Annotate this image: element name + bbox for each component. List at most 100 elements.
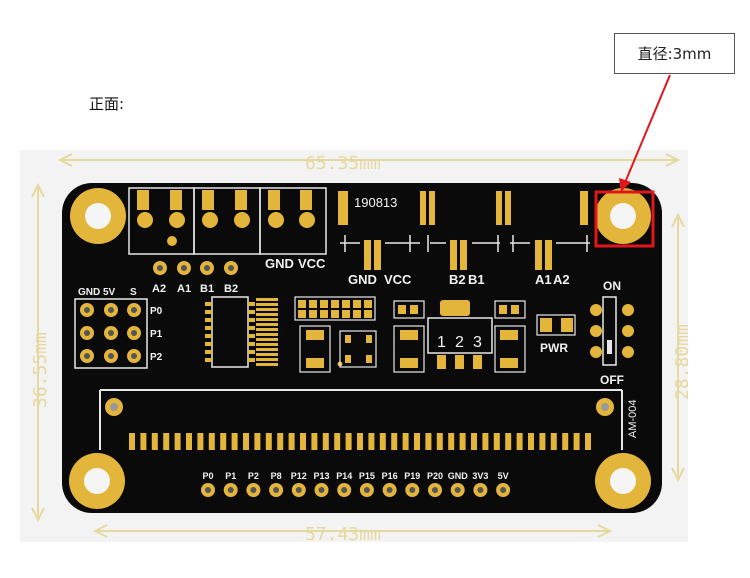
smd-outlines [299,300,526,373]
dip-pin [205,310,212,314]
resistor-pad [331,300,339,308]
label-cap-gnd: GND [348,272,377,287]
edge-finger [459,433,466,450]
bottom-pin-label: 5V [498,471,509,481]
sop-pad [256,348,278,351]
edge-finger [231,433,238,450]
edge-finger [562,433,569,450]
callout-arrowhead [619,178,631,192]
bottom-pin-label: P8 [271,471,282,481]
dip-pin [248,358,255,362]
bottom-pin-hole [318,487,325,493]
bottom-pin-label: P15 [359,471,375,481]
header-row-p0: P0 [150,306,163,317]
dimension-width-top: 65.35mm [305,153,381,174]
bottom-pin-hole [363,487,370,493]
bottom-pin-label: P14 [336,471,352,481]
edge-finger [334,433,341,450]
edge-finger [357,433,363,450]
label-vcc-top: VCC [298,256,326,271]
bottom-pin-label: P12 [291,471,307,481]
edge-finger [539,433,546,450]
edge-connector [99,389,623,450]
dimension-height-right: 28.80mm [672,324,693,400]
model-label: AM-004 [627,399,639,438]
bottom-pin-label: 3V3 [472,471,488,481]
date-code: 190813 [354,195,397,210]
bottom-pin-label: P20 [427,471,443,481]
bottom-pin-hole [500,487,507,493]
diameter-callout: 直径:3mm [614,33,735,74]
edge-finger [220,433,227,450]
mounting-holes [69,188,651,509]
dip-pin [205,302,212,306]
edge-finger [516,433,523,450]
dip-pin [248,318,255,322]
sop-pad [256,363,278,366]
bottom-pin-hole [386,487,393,493]
sop-pad [256,343,278,346]
bottom-pin-hole [454,487,461,493]
dip-pin [248,326,255,330]
sop-pad [256,358,278,361]
header-row-p1: P1 [150,329,163,340]
label-b2: B2 [224,283,238,295]
resistor-pad [320,310,328,318]
resistor-pad [364,310,372,318]
edge-finger [300,433,306,450]
resistor-pad [353,300,361,308]
edge-finger [379,433,386,450]
edge-finger [197,433,204,450]
header-col-5v: 5V [103,287,116,298]
edge-finger [208,433,215,450]
bottom-pin-label: GND [448,471,469,481]
header-row-p2: P2 [150,352,163,363]
pwr-label: PWR [540,341,568,355]
edge-finger [448,433,455,450]
resistor-pad [309,310,317,318]
dimension-lines [31,153,685,538]
switch-pins [590,304,634,358]
edge-finger [174,433,181,450]
sop-pad [256,333,278,336]
resistor-pad [320,300,328,308]
resistor-pad [364,300,372,308]
bottom-pin-hole [409,487,416,493]
pcb-board [62,183,662,513]
bottom-pin-hole [205,487,211,493]
label-cap-b1: B1 [468,272,485,287]
edge-finger [471,433,477,450]
edge-finger [573,433,580,450]
edge-finger [140,433,147,450]
label-gnd-top: GND [265,256,294,271]
bottom-pin-hole [341,487,348,493]
label-a1: A1 [177,283,191,295]
bottom-pin-label: P16 [382,471,398,481]
dip-pin [205,318,212,322]
header-3x3-pins [80,303,141,363]
edge-finger [186,433,192,450]
terminal-blocks [128,187,327,255]
dip-pin [205,326,212,330]
header-col-s: S [130,287,137,298]
edge-finger [322,433,329,450]
sop-pad [256,328,278,331]
voltage-regulator [427,300,493,369]
edge-finger [493,433,500,450]
callout-arrow [623,74,671,186]
edge-finger [482,433,489,450]
edge-finger [368,433,375,450]
edge-finger [414,433,420,450]
sop-pad [256,323,278,326]
edge-finger [129,433,135,450]
capacitor-silk [340,235,590,252]
edge-finger [288,433,295,450]
bottom-pin-label: P0 [202,471,213,481]
dimension-width-bottom: 57.43mm [305,524,381,545]
edge-finger [277,433,284,450]
edge-finger [391,433,398,450]
cap-pad [338,191,348,225]
edge-finger [243,433,249,450]
front-side-label: 正面: [89,95,125,113]
